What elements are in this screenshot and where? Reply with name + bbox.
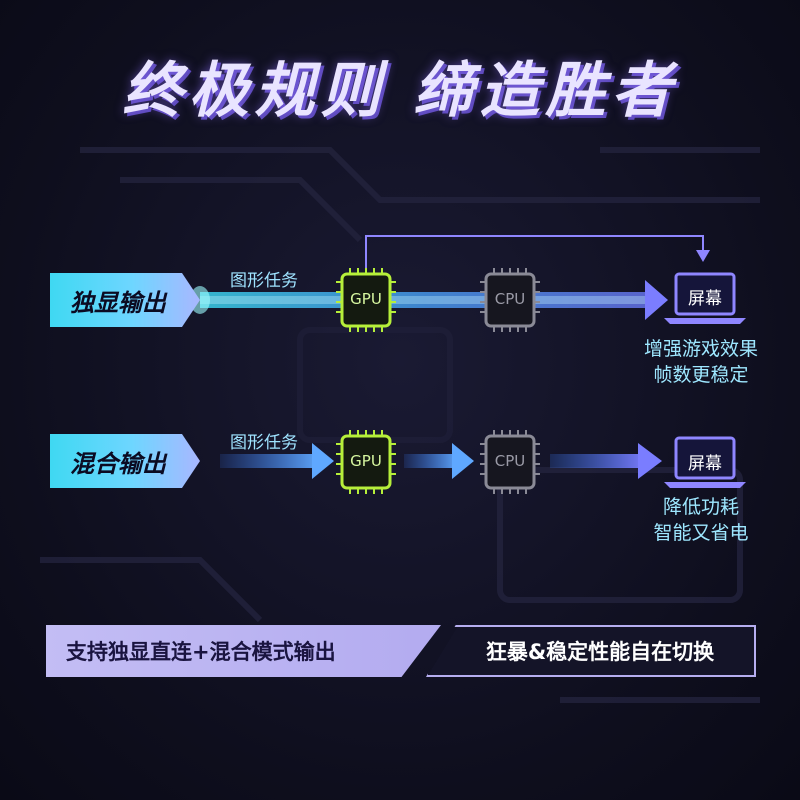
bypass-arrow-head bbox=[696, 250, 710, 262]
page-title: 终极规则 缔造胜者 bbox=[122, 56, 678, 126]
mode-tag-dedicated: 独显输出 bbox=[50, 273, 200, 327]
feature-banner-left: 支持独显直连+混合模式输出 bbox=[46, 625, 441, 677]
gpu-label-dedicated: GPU bbox=[350, 290, 382, 308]
desc-hybrid-line2: 智能又省电 bbox=[653, 522, 749, 544]
gpu-chip-icon bbox=[336, 268, 396, 332]
desc-hybrid-line1: 降低功耗 bbox=[662, 496, 739, 518]
cpu-chip-icon bbox=[480, 268, 540, 332]
gpu-label-hybrid: GPU bbox=[350, 452, 382, 470]
bypass-route-line bbox=[365, 235, 704, 268]
dedicated-flow-bar bbox=[200, 292, 650, 308]
desc-dedicated-line2: 帧数更稳定 bbox=[653, 364, 749, 386]
dedicated-flow-arrow-head bbox=[645, 280, 668, 320]
hybrid-flow-segment-3 bbox=[550, 454, 642, 468]
task-label-dedicated: 图形任务 bbox=[230, 271, 298, 291]
feature-banner-right: 狂暴&稳定性能自在切换 bbox=[426, 625, 756, 677]
laptop-screen-icon bbox=[664, 272, 746, 324]
hybrid-flow-segment-1 bbox=[220, 454, 316, 468]
desc-dedicated: 增强游戏效果 帧数更稳定 bbox=[601, 336, 800, 388]
mode-tag-hybrid: 混合输出 bbox=[50, 434, 200, 488]
desc-dedicated-line1: 增强游戏效果 bbox=[643, 338, 758, 360]
task-label-hybrid: 图形任务 bbox=[230, 433, 298, 453]
hybrid-flow-segment-2 bbox=[404, 454, 456, 468]
cpu-chip-icon bbox=[480, 430, 540, 494]
feature-banner-right-bg bbox=[428, 627, 754, 675]
cpu-label-hybrid: CPU bbox=[494, 452, 526, 470]
laptop-screen-icon bbox=[664, 436, 746, 488]
cpu-label-dedicated: CPU bbox=[494, 290, 526, 308]
gpu-chip-icon bbox=[336, 430, 396, 494]
screen-label-hybrid: 屏幕 bbox=[688, 454, 722, 474]
desc-hybrid: 降低功耗 智能又省电 bbox=[601, 494, 800, 546]
screen-label-dedicated: 屏幕 bbox=[688, 289, 722, 309]
